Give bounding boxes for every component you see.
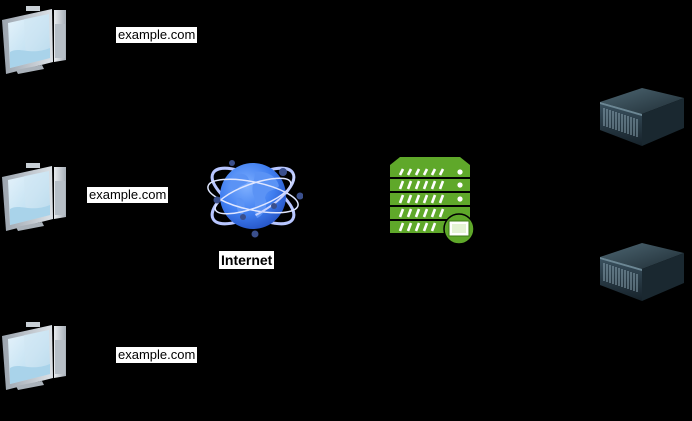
desktop-computer-icon [0, 4, 75, 79]
load-balancer-node[interactable] [380, 155, 480, 245]
client-1-label: example.com [116, 27, 198, 43]
desktop-computer-icon [0, 320, 75, 395]
server-1[interactable] [590, 80, 692, 155]
blade-server-icon [590, 235, 692, 310]
client-1[interactable] [0, 4, 75, 74]
internet-node[interactable] [203, 148, 303, 248]
blade-server-icon [590, 80, 692, 155]
internet-label: Internet [219, 251, 275, 269]
server-2[interactable] [590, 235, 692, 310]
client-2-label: example.com [87, 187, 169, 203]
client-3-label: example.com [116, 347, 198, 363]
client-2[interactable] [0, 161, 75, 231]
green-server-rack-icon [380, 155, 480, 245]
client-3[interactable] [0, 320, 75, 390]
globe-network-icon [203, 148, 303, 248]
desktop-computer-icon [0, 161, 75, 236]
